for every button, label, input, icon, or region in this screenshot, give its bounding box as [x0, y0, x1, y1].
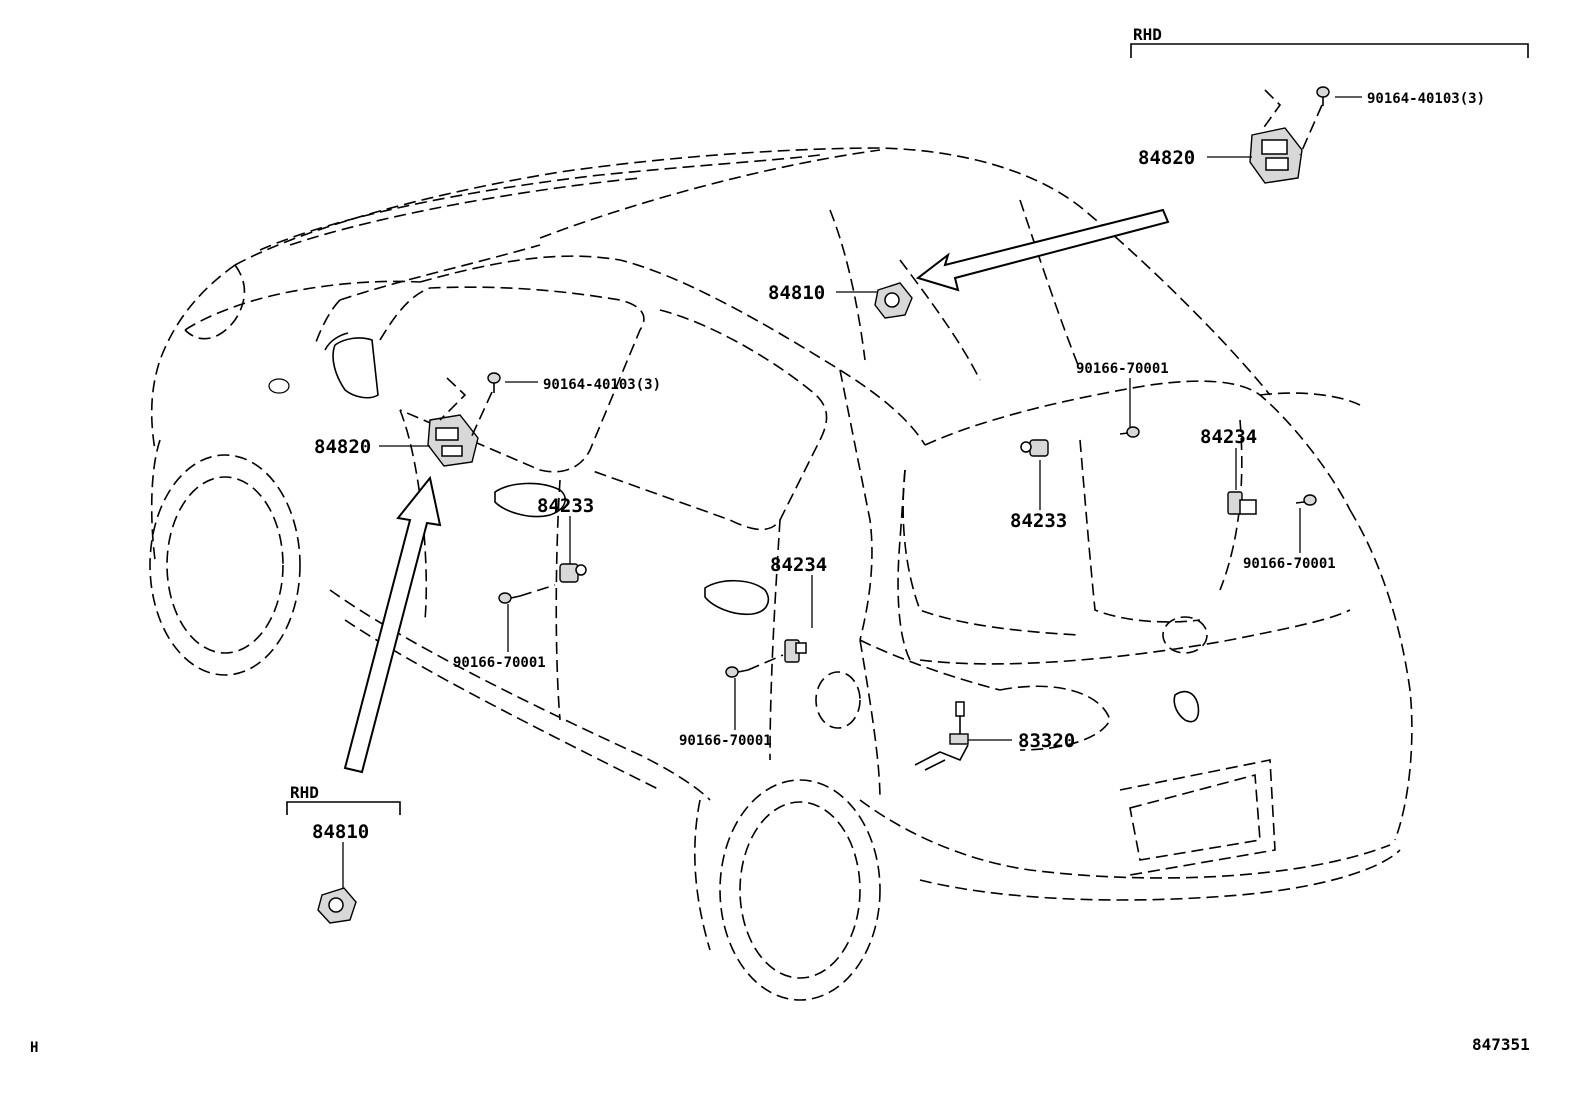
bolt-side-part [487, 372, 501, 393]
screw-rear-door-part [725, 654, 784, 678]
keyhole [1162, 616, 1208, 654]
switch-84820-side-part [427, 377, 493, 467]
direction-arrow-rear [915, 208, 1170, 292]
courtesy-84233-rear-part [1020, 439, 1049, 457]
callout-bottom-rhd-switch: 84810 [312, 821, 369, 843]
callout-rear-top-screw: 90166-70001 [1076, 361, 1169, 377]
rear-wheel [694, 779, 881, 1001]
callout-side-bolt: 90164-40103(3) [543, 377, 661, 393]
rhd-label-bottom: RHD [290, 783, 319, 802]
screw-rear-right-part [1295, 494, 1317, 506]
courtesy-84234-door-part [784, 639, 807, 663]
corner-mark: H [30, 1040, 38, 1056]
callout-rear-door-courtesy: 84234 [770, 554, 827, 576]
courtesy-84234-rear-part [1227, 491, 1257, 515]
switch-84810-rhd-part [317, 887, 357, 924]
callout-side-switch: 84820 [314, 436, 371, 458]
door-handle-rear [704, 579, 769, 616]
callout-front-door-screw: 90166-70001 [453, 655, 546, 671]
rear-emblem [1173, 690, 1200, 723]
front-wheel [149, 439, 301, 676]
door-handle-front [494, 482, 566, 518]
switch-84820-rhd-part [1249, 89, 1323, 184]
rhd-bracket-bottom [286, 801, 401, 815]
rhd-label-top: RHD [1133, 25, 1162, 44]
screw-rear-top-part [1119, 426, 1140, 438]
callout-front-door-courtesy: 84233 [537, 495, 594, 517]
fuel-door [815, 671, 861, 729]
courtesy-84233-front-part [559, 563, 587, 583]
direction-arrow-left [343, 475, 442, 774]
callout-rear-right-courtesy: 84234 [1200, 426, 1257, 448]
rhd-bracket-top [1130, 43, 1529, 58]
callout-sensor: 83320 [1018, 730, 1075, 752]
car-body-outline [150, 147, 1413, 901]
diagram-id: 847351 [1472, 1035, 1530, 1054]
bolt-top-rhd-part [1316, 86, 1330, 106]
callout-rear-right-screw: 90166-70001 [1243, 556, 1336, 572]
switch-84810-rear-part [874, 282, 913, 319]
callout-top-rhd-switch: 84820 [1138, 147, 1195, 169]
callout-rear-center-courtesy: 84233 [1010, 510, 1067, 532]
callout-rear-door-screw: 90166-70001 [679, 733, 772, 749]
leader-lines [342, 96, 1362, 888]
callout-rear-switch: 84810 [768, 282, 825, 304]
callout-top-rhd-bolt: 90164-40103(3) [1367, 91, 1485, 107]
sensor-83320-part [914, 701, 969, 771]
side-marker [268, 378, 290, 394]
screw-front-door-part [498, 584, 556, 604]
